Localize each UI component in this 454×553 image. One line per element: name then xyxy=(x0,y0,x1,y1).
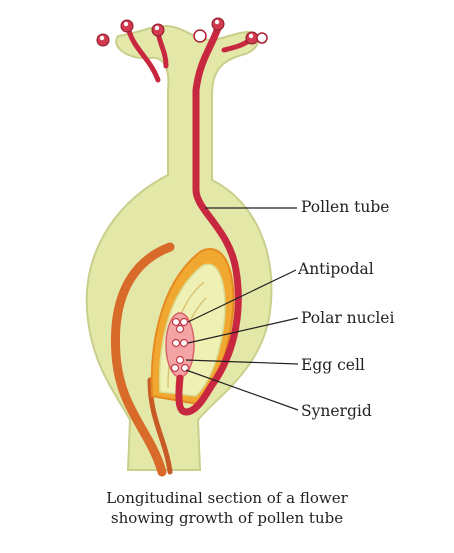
label-antipodal: Antipodal xyxy=(298,260,374,278)
polar-nucleus xyxy=(179,338,189,348)
label-synergid: Synergid xyxy=(301,402,372,420)
funicle xyxy=(147,377,173,475)
antipodal-cell xyxy=(171,317,181,327)
label-pollen-tube: Pollen tube xyxy=(301,198,390,216)
pollen-grain-white xyxy=(256,32,268,44)
pollen-tube-minor xyxy=(125,25,161,83)
pistil-diagram xyxy=(85,17,299,477)
caption-line-2: showing growth of pollen tube xyxy=(110,509,344,527)
pollen-grains xyxy=(96,17,259,47)
antipodal-cell xyxy=(175,324,185,334)
leader-lines xyxy=(185,207,299,411)
label-polar-nuclei: Polar nuclei xyxy=(301,309,395,327)
egg-cell xyxy=(175,355,185,365)
pollen-grain-highlights xyxy=(99,19,254,41)
pollen-tube-main xyxy=(175,24,242,416)
outer-integument xyxy=(110,242,175,477)
pollen-grain-white xyxy=(193,29,207,43)
label-egg-cell: Egg cell xyxy=(301,356,365,374)
figure-caption: Longitudinal section of a flower showing… xyxy=(0,488,454,528)
caption-line-1: Longitudinal section of a flower xyxy=(106,489,348,507)
antipodal-cell xyxy=(179,317,189,327)
synergid-cell xyxy=(170,363,180,373)
polar-nucleus xyxy=(171,338,181,348)
